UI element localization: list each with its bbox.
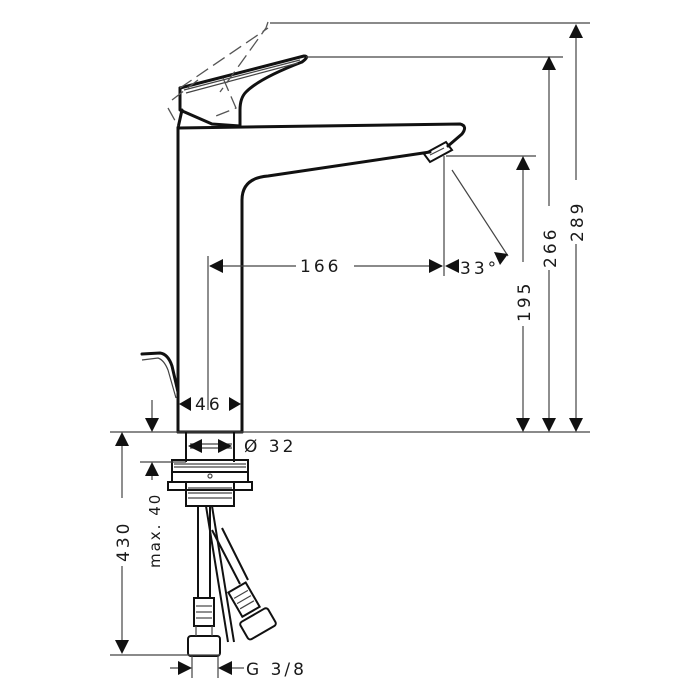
dim-label-shank-diameter: Ø 32 xyxy=(244,437,296,457)
dim-label-body-diameter: 46 xyxy=(195,395,223,415)
dim-46: 46 xyxy=(179,395,241,415)
dim-33deg: 33° xyxy=(445,252,508,279)
dim-g38: G 3/8 xyxy=(170,656,307,680)
dim-195: 195 xyxy=(515,156,535,432)
dim-label-hose-length: 430 xyxy=(114,521,134,562)
mounting-shank xyxy=(167,432,253,507)
dim-label-spout-angle: 33° xyxy=(460,259,499,279)
dim-label-connection-thread: G 3/8 xyxy=(246,660,307,680)
drain-rod xyxy=(140,351,180,399)
aerator-icon xyxy=(422,140,454,164)
dim-label-total-height: 289 xyxy=(568,201,588,242)
dim-266: 266 xyxy=(541,56,561,432)
dim-289: 289 xyxy=(568,24,588,432)
lever-raised-outline xyxy=(167,21,269,127)
dim-label-spout-top-height: 266 xyxy=(541,227,561,268)
dim-166: 166 xyxy=(209,257,443,277)
dim-max-40: max. 40 xyxy=(140,400,186,568)
dim-label-spout-outlet-height: 195 xyxy=(515,281,535,322)
extension-lines xyxy=(110,22,590,433)
faucet-body xyxy=(176,122,467,434)
dim-430: 430 xyxy=(110,432,220,656)
dim-label-spout-reach: 166 xyxy=(300,257,341,277)
lever-handle xyxy=(176,54,309,130)
supply-hoses xyxy=(187,505,277,657)
dim-label-max-deck-thickness: max. 40 xyxy=(146,493,164,568)
